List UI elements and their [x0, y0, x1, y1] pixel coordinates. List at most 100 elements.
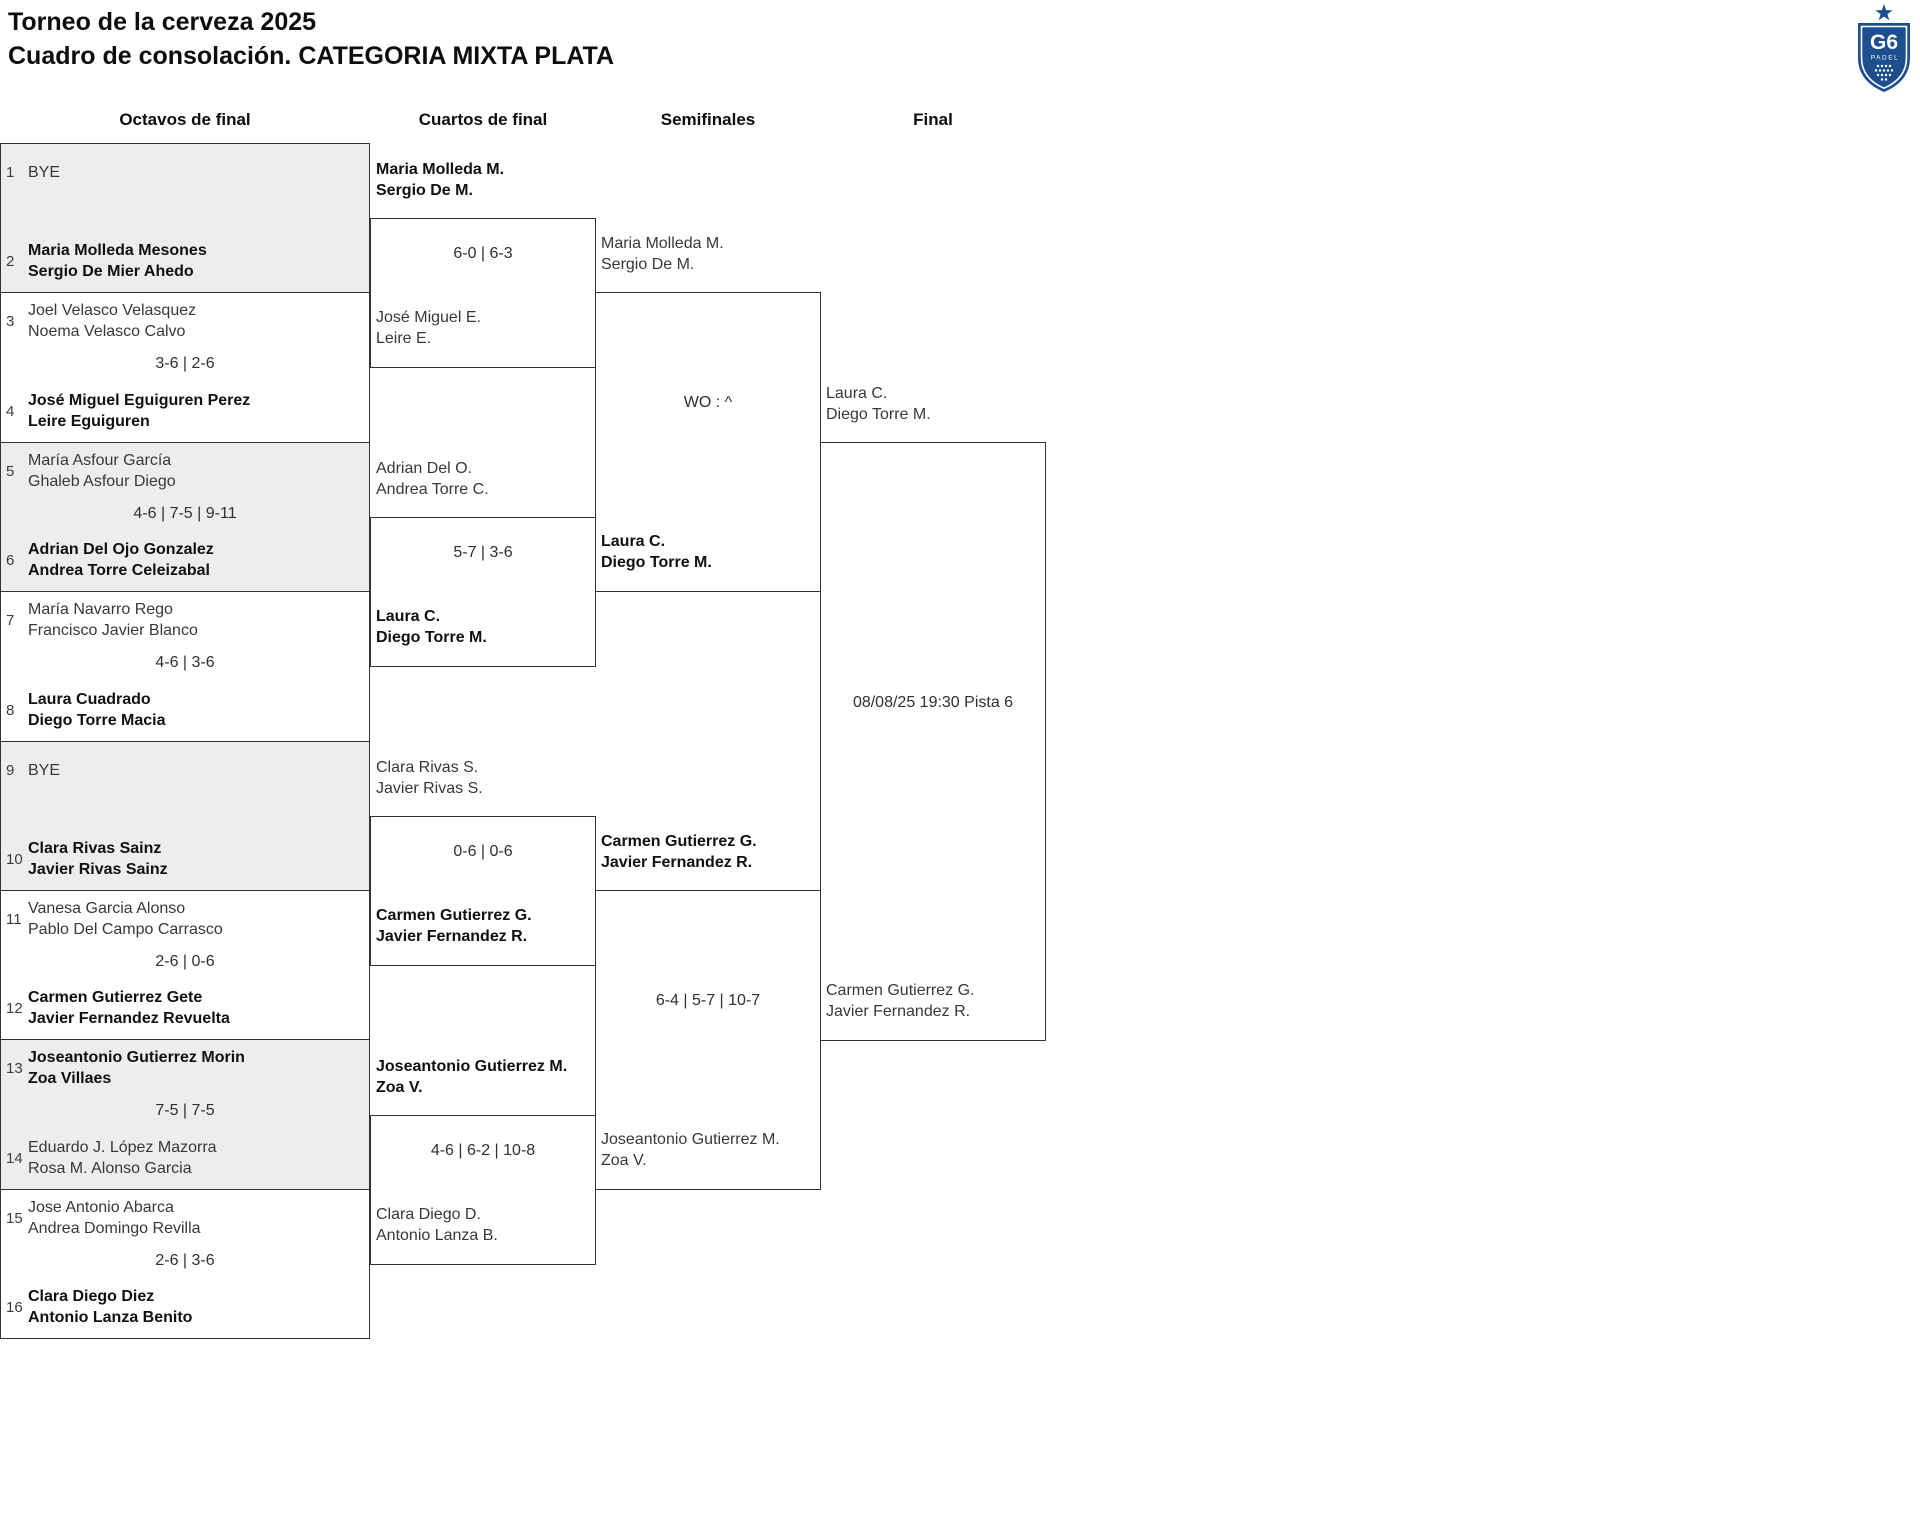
match-score: 2-6 | 3-6: [155, 1252, 215, 1269]
seed-number: 12: [6, 999, 23, 1017]
team-entry: 13 Joseantonio Gutierrez Morin Zoa Villa…: [6, 1047, 364, 1089]
advancing-team: Adrian Del O. Andrea Torre C.: [376, 458, 591, 500]
team-entry: 15 Jose Antonio Abarca Andrea Domingo Re…: [6, 1197, 364, 1239]
player-name: Eduardo J. López Mazorra: [28, 1139, 217, 1156]
tournament-title: Torneo de la cerveza 2025: [8, 8, 317, 36]
seed-number: 8: [6, 701, 15, 719]
seed-number: 9: [6, 761, 15, 779]
player-name: Maria Molleda Mesones: [28, 242, 207, 259]
player-name: María Navarro Rego: [28, 601, 173, 618]
advancing-team: José Miguel E. Leire E.: [376, 307, 591, 349]
player-name: José Miguel E.: [376, 309, 481, 326]
team-entry: 3 Joel Velasco Velasquez Noema Velasco C…: [6, 300, 364, 342]
player-name: Diego Torre Macia: [28, 712, 166, 729]
player-name: BYE: [28, 163, 61, 181]
advancing-team: Joseantonio Gutierrez M. Zoa V.: [601, 1129, 816, 1171]
column-header-final: Final: [913, 110, 953, 129]
column-header-cuartos: Cuartos de final: [418, 110, 548, 129]
player-name: Javier Fernandez R.: [376, 928, 528, 945]
team-entry: 8 Laura Cuadrado Diego Torre Macia: [6, 689, 364, 731]
octavos-match-box: [0, 143, 370, 293]
seed-number: 10: [6, 850, 23, 868]
player-name: Joseantonio Gutierrez Morin: [28, 1049, 245, 1066]
shield-inner-border: [1860, 25, 1908, 90]
player-name: Javier Fernandez R.: [601, 854, 753, 871]
seed-number: 13: [6, 1059, 23, 1077]
player-name: Javier Fernandez R.: [826, 1003, 971, 1020]
player-name: Andrea Torre Celeizabal: [28, 562, 210, 579]
player-name: Maria Molleda M.: [376, 161, 505, 178]
player-name: Pablo Del Campo Carrasco: [28, 921, 223, 938]
team-entry: 6 Adrian Del Ojo Gonzalez Andrea Torre C…: [6, 539, 364, 581]
team-entry: 11 Vanesa Garcia Alonso Pablo Del Campo …: [6, 898, 364, 940]
match-score: 4-6 | 6-2 | 10-8: [430, 1142, 536, 1159]
match-score: 0-6 | 0-6: [453, 843, 513, 860]
player-name: Diego Torre M.: [826, 406, 931, 423]
club-logo: G6 PADEL: [1853, 4, 1915, 94]
team-entry: 7 María Navarro Rego Francisco Javier Bl…: [6, 599, 364, 641]
player-name: Maria Molleda M.: [601, 235, 724, 252]
advancing-team: Maria Molleda M. Sergio De M.: [376, 159, 591, 201]
seed-number: 16: [6, 1298, 23, 1316]
advancing-team: Carmen Gutierrez G. Javier Fernandez R.: [601, 831, 816, 873]
player-name: Vanesa Garcia Alonso: [28, 900, 186, 917]
player-name: Laura C.: [601, 533, 666, 550]
player-name: Noema Velasco Calvo: [28, 323, 186, 340]
final-match-box: [820, 442, 1046, 1041]
player-name: Diego Torre M.: [601, 554, 712, 571]
player-name: Francisco Javier Blanco: [28, 622, 198, 639]
star-icon: [1875, 4, 1893, 21]
match-score: 6-4 | 5-7 | 10-7: [655, 992, 761, 1009]
advancing-team: Maria Molleda M. Sergio De M.: [601, 233, 816, 275]
team-entry: 1 BYE: [6, 151, 364, 193]
match-score: 5-7 | 3-6: [453, 544, 513, 561]
octavos-match-box: [0, 442, 370, 592]
seed-number: 1: [6, 163, 15, 181]
player-name: Zoa Villaes: [28, 1070, 112, 1087]
advancing-team: Clara Rivas S. Javier Rivas S.: [376, 757, 591, 799]
octavos-match-box: [0, 741, 370, 891]
advancing-team: Joseantonio Gutierrez M. Zoa V.: [376, 1056, 591, 1098]
seed-number: 7: [6, 611, 15, 629]
player-name: José Miguel Eguiguren Perez: [28, 392, 251, 409]
player-name: Joseantonio Gutierrez M.: [601, 1131, 780, 1148]
team-entry: 14 Eduardo J. López Mazorra Rosa M. Alon…: [6, 1137, 364, 1179]
cuartos-match-box: [370, 1115, 596, 1265]
match-score: 2-6 | 0-6: [155, 953, 215, 970]
player-name: Diego Torre M.: [376, 629, 487, 646]
player-name: Clara Rivas Sainz: [28, 840, 162, 857]
player-name: Zoa V.: [376, 1079, 423, 1096]
team-entry: 16 Clara Diego Diez Antonio Lanza Benito: [6, 1286, 364, 1328]
shield-shape: [1858, 23, 1910, 92]
player-name: Carmen Gutierrez Gete: [28, 989, 203, 1006]
page-title: Torneo de la cerveza 2025 Cuadro de cons…: [8, 5, 614, 73]
seed-number: 3: [6, 312, 15, 330]
team-entry: 2 Maria Molleda Mesones Sergio De Mier A…: [6, 240, 364, 282]
advancing-team: Clara Diego D. Antonio Lanza B.: [376, 1204, 591, 1246]
final-schedule: 08/08/25 19:30 Pista 6: [852, 694, 1014, 711]
team-entry: 12 Carmen Gutierrez Gete Javier Fernande…: [6, 987, 364, 1029]
player-name: Clara Diego D.: [376, 1206, 481, 1223]
logo-wordmark: PADEL: [1871, 55, 1899, 62]
bracket-subtitle: Cuadro de consolación. CATEGORIA MIXTA P…: [8, 42, 615, 70]
player-name: Adrian Del O.: [376, 460, 473, 477]
column-header-octavos: Octavos de final: [119, 110, 251, 129]
team-entry: 10 Clara Rivas Sainz Javier Rivas Sainz: [6, 838, 364, 880]
shield-logo-icon: G6 PADEL: [1858, 4, 1910, 92]
seed-number: 6: [6, 551, 15, 569]
seed-number: 15: [6, 1209, 23, 1227]
player-name: Joseantonio Gutierrez M.: [376, 1058, 568, 1075]
advancing-team: Laura C. Diego Torre M.: [826, 383, 1041, 425]
player-name: Joel Velasco Velasquez: [28, 302, 197, 319]
player-name: Leire E.: [376, 330, 432, 347]
player-name: Laura C.: [826, 385, 888, 402]
player-name: Andrea Domingo Revilla: [28, 1220, 201, 1237]
match-score: 4-6 | 7-5 | 9-11: [133, 505, 237, 522]
player-name: BYE: [28, 761, 61, 779]
player-name: Jose Antonio Abarca: [28, 1199, 174, 1216]
advancing-team: Laura C. Diego Torre M.: [376, 606, 591, 648]
player-name: Sergio De M.: [376, 182, 473, 199]
player-name: Laura Cuadrado: [28, 691, 151, 708]
player-name: Antonio Lanza B.: [376, 1227, 498, 1244]
